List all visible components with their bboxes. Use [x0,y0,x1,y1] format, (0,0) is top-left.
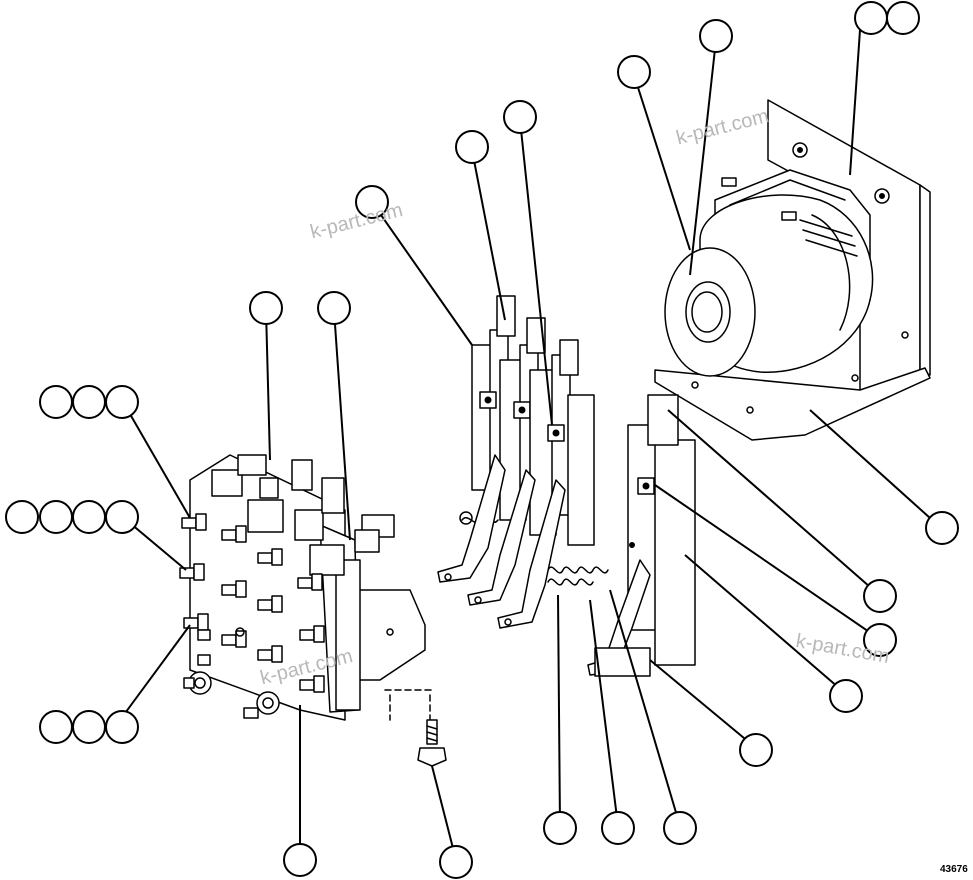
document-number: 43676 [940,864,968,875]
leader-lines [119,29,941,861]
contact-arm-assembly [437,295,609,629]
mounting-screw [417,719,447,767]
motor-assembly [654,99,931,441]
terminal-block-assembly [179,454,436,721]
callout-bubbles [5,1,959,879]
single-contact-arm [587,394,696,677]
terminal-screws [179,513,325,719]
